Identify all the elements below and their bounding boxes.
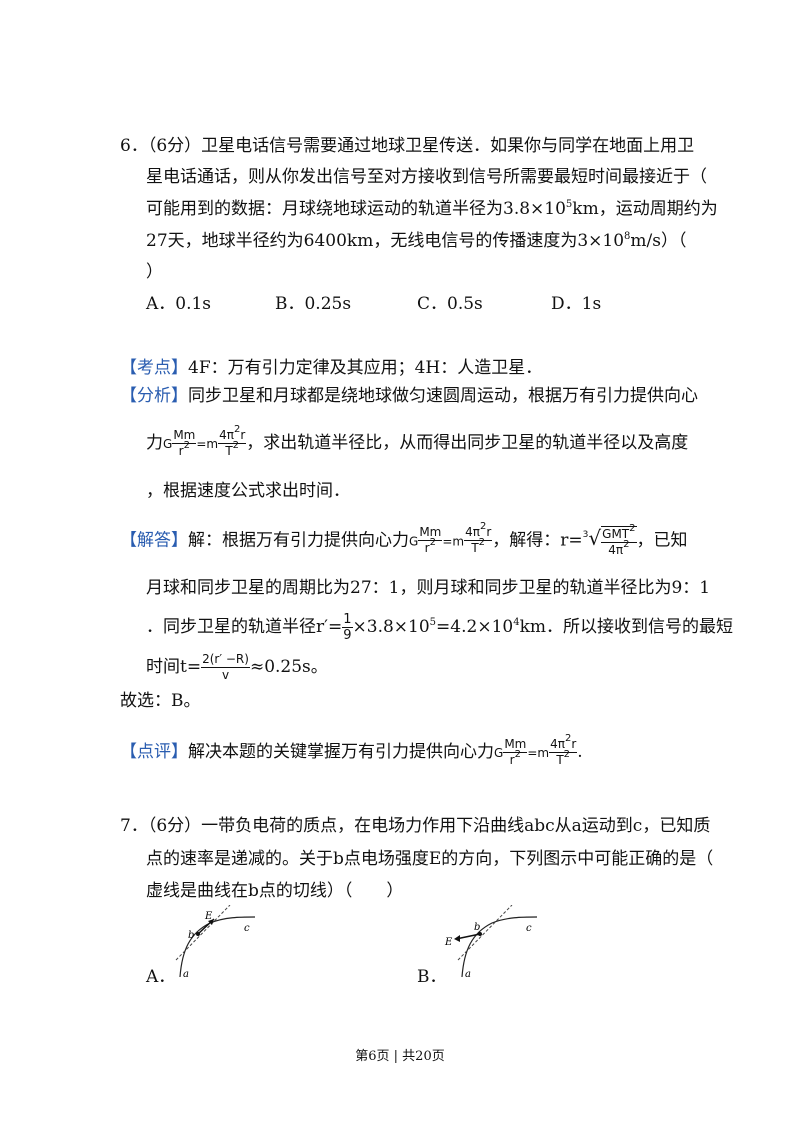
label-e: E xyxy=(444,937,453,948)
jieda-line2: 月球和同步卫星的周期比为27：1，则月球和同步卫星的轨道半径比为9：1 xyxy=(146,578,711,598)
q6-line1: 6．（6分）卫星电话信号需要通过地球卫星传送．如果你与同学在地面上用卫 xyxy=(120,136,695,156)
jieda-line4: 时间t=2(r′ −R)v≈0.25s。 xyxy=(146,652,328,682)
q7-figure-a: E b c a xyxy=(175,905,256,980)
dianping-tag: 【点评】 xyxy=(120,742,188,762)
q7-option-a-label: A． xyxy=(146,967,176,987)
q6-line5: ） xyxy=(146,262,163,282)
label-a: a xyxy=(183,969,189,980)
q7-figure-b: E b c a xyxy=(444,905,538,980)
q7-option-b-label: B． xyxy=(417,967,447,987)
q7-line1: 7．（6分）一带负电荷的质点，在电场力作用下沿曲线abc从a运动到c，已知质 xyxy=(120,816,711,836)
guxuan-line: 故选：B。 xyxy=(120,691,201,711)
q6-line2: 星电话通话，则从你发出信号至对方接收到信号所需要最短时间最接近于（ xyxy=(146,167,707,187)
q7-line3: 虚线是曲线在b点的切线）（ ） xyxy=(146,881,404,901)
q6-line4: 27天，地球半径约为6400km，无线电信号的传播速度为3×108m/s）（ xyxy=(146,231,687,251)
label-b: b xyxy=(188,930,194,941)
fenxi-line1: 【分析】同步卫星和月球都是绕地球做匀速圆周运动，根据万有引力提供向心 xyxy=(120,386,698,406)
fenxi-line3: ，根据速度公式求出时间． xyxy=(146,481,350,501)
q6-option-a: A．0.1s xyxy=(146,294,212,314)
jieda-tag: 【解答】 xyxy=(120,530,188,551)
q7-line2: 点的速率是递减的。关于b点电场强度E的方向，下列图示中可能正确的是（ xyxy=(146,849,714,869)
label-b: b xyxy=(474,922,480,933)
label-c: c xyxy=(526,923,532,934)
q6-line3: 可能用到的数据：月球绕地球运动的轨道半径为3.8×105km，运动周期约为 xyxy=(146,199,718,219)
q6-option-b: B．0.25s xyxy=(275,294,352,314)
page-footer: 第6页 | 共20页 xyxy=(355,1049,445,1064)
label-a: a xyxy=(465,969,471,980)
kaodian-line: 【考点】4F：万有引力定律及其应用；4H：人造卫星． xyxy=(120,358,543,378)
label-e: E xyxy=(204,911,213,922)
q6-option-c: C．0.5s xyxy=(417,294,483,314)
kaodian-tag: 【考点】 xyxy=(120,358,188,378)
q6-option-d: D．1s xyxy=(551,294,602,314)
fenxi-tag: 【分析】 xyxy=(120,386,188,406)
label-c: c xyxy=(244,923,250,934)
